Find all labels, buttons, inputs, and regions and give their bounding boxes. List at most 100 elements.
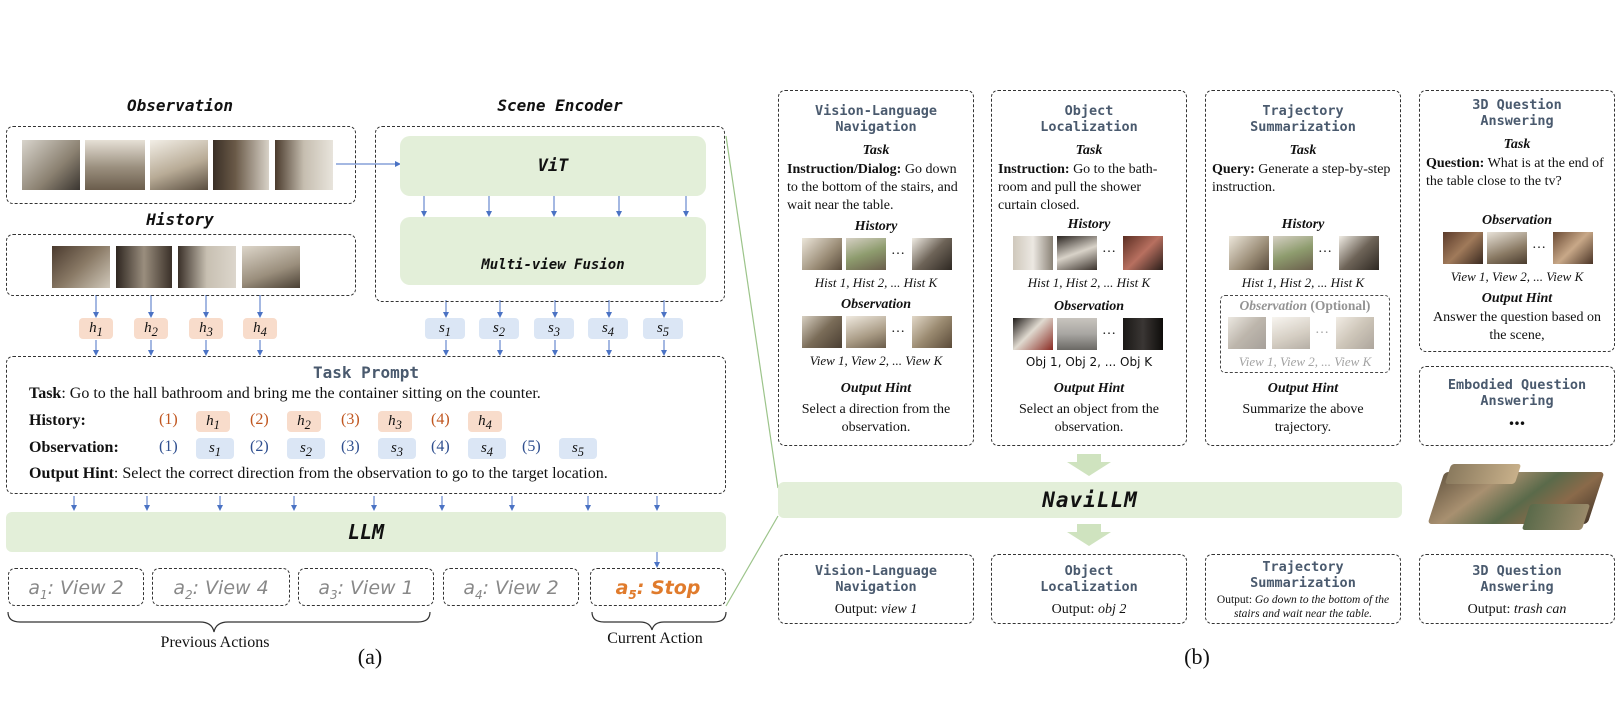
action-5-current: a5: Stop <box>590 568 726 606</box>
history-key: History: <box>29 412 86 429</box>
caption-a: (a) <box>357 644 383 669</box>
house-3d-image <box>1427 458 1605 538</box>
card-3dqa-task-label: Task <box>1503 137 1531 152</box>
obs-index-2: (2) <box>250 438 269 455</box>
multi-view-fusion-block: Multi-view Fusion <box>400 217 706 285</box>
prompt-scene-token-s5: s5 <box>559 438 597 459</box>
history-token-h3: h3 <box>189 318 223 339</box>
output-vln-text: Output: view 1 <box>834 602 918 617</box>
card-vln-history-ellipsis: … <box>891 243 905 258</box>
output-vln-title: Vision-Language Navigation <box>815 563 937 595</box>
card-vln-task-text: Instruction/Dialog: Go down to the botto… <box>787 162 958 213</box>
card-trajsum-hint-label: Output Hint <box>1267 381 1339 396</box>
scene-token-s2: s2 <box>479 318 519 339</box>
card-vln-history-label: History <box>854 219 898 234</box>
action-4: a4: View 2 <box>443 568 579 606</box>
hint-line: Output Hint: Select the correct directio… <box>29 465 608 483</box>
prompt-history-token-h3: h3 <box>378 411 412 432</box>
observation-image-5 <box>274 139 334 191</box>
card-objloc-task-label: Task <box>1075 143 1103 158</box>
card-objloc-hint-text: Select an object from the observation. <box>1019 402 1159 435</box>
card-3dqa-obs-img-2 <box>1486 231 1528 265</box>
card-trajsum-obs-caption: View 1, View 2, ... View K <box>1238 354 1372 369</box>
card-trajsum-task-label: Task <box>1289 143 1317 158</box>
obs-index-4: (4) <box>431 438 450 455</box>
card-objloc-task-text: Instruction: Go to the bath-room and pul… <box>998 162 1158 213</box>
obs-index-1: (1) <box>159 438 178 455</box>
card-3dqa-obs-caption: View 1, View 2, ... View K <box>1450 269 1584 284</box>
cards-to-navillm-arrow <box>1067 454 1111 476</box>
prompt-history-token-h4: h4 <box>468 411 502 432</box>
card-objloc-history-img-k <box>1122 235 1164 271</box>
card-trajsum-history-label: History <box>1281 217 1325 232</box>
card-eqa-title: Embodied Question Answering <box>1447 377 1587 409</box>
card-eqa-dots: ... <box>1508 405 1526 430</box>
card-vln-history-img-1 <box>801 237 843 271</box>
card-objloc-obs-img-k <box>1122 317 1164 351</box>
card-3dqa-obs-img-k <box>1552 231 1594 265</box>
card-vln-history-img-k <box>911 237 953 271</box>
card-vln-obs-img-k <box>911 315 953 349</box>
card-3dqa-hint-text: Answer the question based on the scene, <box>1433 310 1601 343</box>
observation-image-4 <box>212 139 270 191</box>
history-image-3 <box>177 245 237 289</box>
card-3dqa-hint-label: Output Hint <box>1481 291 1553 306</box>
observation-label: Observation <box>127 96 233 115</box>
history-image-2 <box>115 245 173 289</box>
task-prompt-title: Task Prompt <box>313 363 419 382</box>
prompt-history-token-h1: h1 <box>196 411 230 432</box>
vit-to-fusion-arrows <box>421 195 689 217</box>
output-objloc-title: Object Localization <box>1040 563 1138 595</box>
prompt-scene-token-s4: s4 <box>468 438 506 459</box>
previous-actions-label: Previous Actions <box>160 634 270 651</box>
action-3: a3: View 1 <box>298 568 434 606</box>
card-trajsum-history-caption: Hist 1, Hist 2, ... Hist K <box>1241 275 1365 290</box>
card-3dqa-obs-img-1 <box>1442 231 1484 265</box>
card-trajsum: Trajectory Summarization Task Query: Gen… <box>1205 90 1401 446</box>
card-vln-history-img-2 <box>845 237 887 271</box>
task-text: : Go to the hall bathroom and bring me t… <box>61 385 541 402</box>
history-index-3: (3) <box>341 411 360 428</box>
card-objloc-history-caption: Hist 1, Hist 2, ... Hist K <box>1027 275 1151 290</box>
history-image-4 <box>241 245 301 289</box>
output-3dqa-title: 3D Question Answering <box>1472 563 1562 595</box>
prompt-history-token-h2: h2 <box>287 411 321 432</box>
prompt-to-llm-arrows <box>71 496 660 568</box>
output-objloc-text: Output: obj 2 <box>1051 602 1127 617</box>
output-trajsum-title: Trajectory Summarization <box>1250 559 1356 591</box>
history-index-1: (1) <box>159 411 178 428</box>
card-trajsum-title: Trajectory Summarization <box>1250 103 1356 135</box>
card-3dqa-task-text: Question: What is at the end of the tabl… <box>1426 156 1604 189</box>
history-to-token-arrows <box>93 295 263 356</box>
history-box <box>6 234 356 296</box>
scene-token-s5: s5 <box>643 318 683 339</box>
card-objloc-title: Object Localization <box>1040 103 1138 135</box>
card-3dqa-obs-label: Observation <box>1482 213 1552 228</box>
llm-block: LLM <box>6 512 726 552</box>
card-vln-obs-ellipsis: … <box>891 321 905 336</box>
observation-box <box>6 126 356 204</box>
card-eqa: Embodied Question Answering ... <box>1419 366 1615 446</box>
card-objloc-history-label: History <box>1067 217 1111 232</box>
card-vln-obs-label: Observation <box>841 297 911 312</box>
scene-token-s3: s3 <box>534 318 574 339</box>
card-3dqa-obs-ellipsis: … <box>1532 237 1546 252</box>
current-action-label: Current Action <box>607 630 703 647</box>
card-3dqa: 3D Question Answering Task Question: Wha… <box>1419 90 1615 352</box>
card-objloc-history-img-2 <box>1056 235 1098 271</box>
output-3dqa: 3D Question Answering Output: trash can <box>1419 554 1615 624</box>
hint-text: : Select the correct direction from the … <box>113 465 608 482</box>
card-trajsum-history-img-k <box>1338 235 1380 271</box>
history-token-h2: h2 <box>134 318 168 339</box>
output-3dqa-text: Output: trash can <box>1467 602 1567 617</box>
card-objloc-obs-img-2 <box>1056 317 1098 351</box>
scene-token-s1: s1 <box>425 318 465 339</box>
card-vln-obs-img-1 <box>801 315 843 349</box>
action-2: a2: View 4 <box>152 568 290 606</box>
navillm-to-output-arrow <box>1067 524 1111 546</box>
card-trajsum-task-text: Query: Generate a step-by-step instructi… <box>1212 162 1391 195</box>
card-trajsum-optional-obs-box: Observation (Optional) … View 1, View 2,… <box>1220 295 1390 373</box>
llm-label: LLM <box>347 520 385 544</box>
caption-b: (b) <box>1184 644 1210 669</box>
scene-to-token-arrows <box>443 300 667 356</box>
